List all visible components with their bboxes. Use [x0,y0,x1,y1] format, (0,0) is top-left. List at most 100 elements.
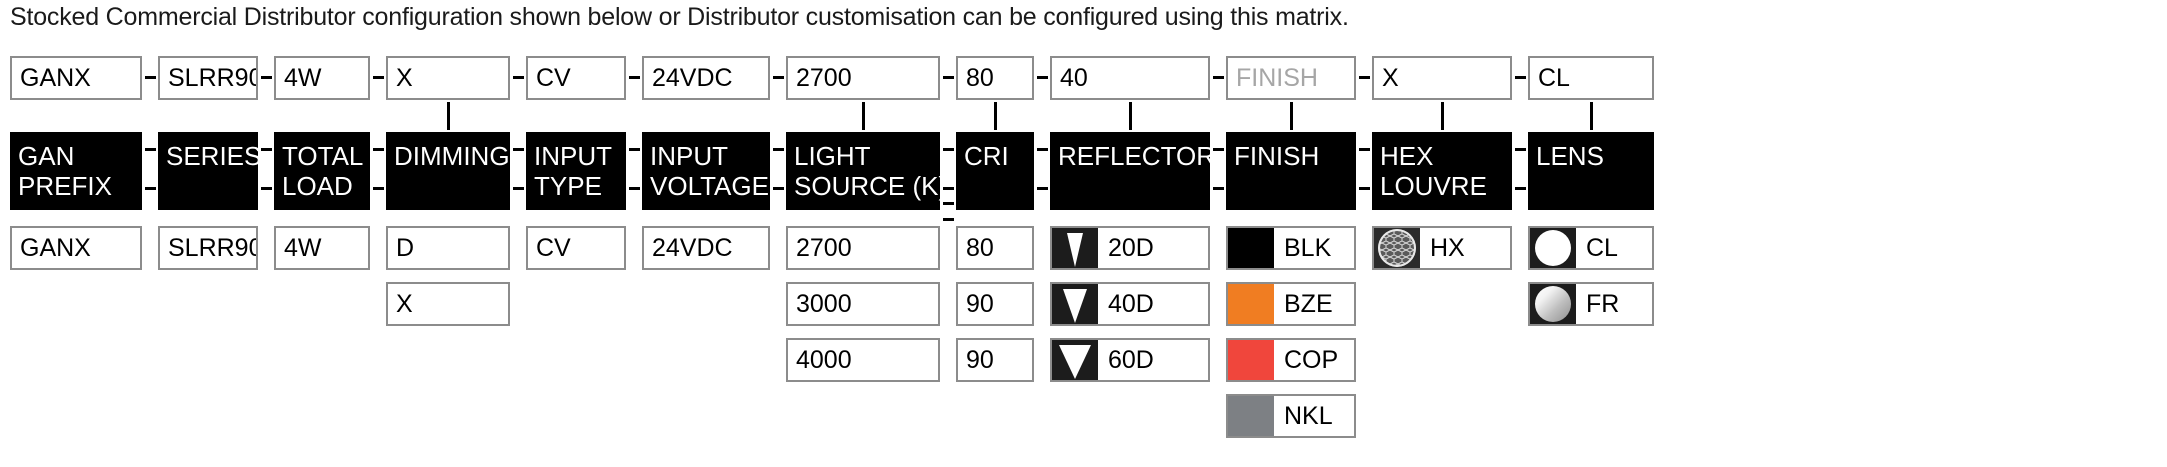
connector-input_type [526,100,626,132]
separator-dash [626,56,642,79]
header-cri: CRI [956,132,1034,210]
option-reflector-60D[interactable]: 60D [1050,338,1210,382]
connector-line-icon [994,102,997,130]
option-light_source-4000[interactable]: 4000 [786,338,940,382]
selected-value-light_source[interactable]: 2700 [786,56,940,100]
option-gan_prefix-GANX[interactable]: GANX [10,226,142,270]
selected-value-gan_prefix[interactable]: GANX [10,56,142,100]
header-options-gap [386,210,510,226]
dash-glyph [1358,148,1370,151]
separator-dash [1512,167,1528,190]
header-line: LOUVRE [1380,171,1487,201]
dash-glyph [1514,187,1526,190]
dash-glyph [628,148,640,151]
option-reflector-40D[interactable]: 40D [1050,282,1210,326]
connector-finish [1226,100,1356,132]
selected-value-input_type[interactable]: CV [526,56,626,100]
separator-dash [1512,56,1528,79]
separator-column [1512,56,1528,190]
header-line [964,171,1026,201]
option-label: FR [1586,289,1620,318]
selected-value-cri[interactable]: 80 [956,56,1034,100]
separator-dash [940,56,956,79]
option-finish-BLK[interactable]: BLK [1226,226,1356,270]
separator-column [770,56,786,190]
separator-dash [940,111,956,151]
selected-value-finish[interactable]: FINISH [1226,56,1356,100]
dash-glyph [1514,148,1526,151]
selected-value-input_voltage[interactable]: 24VDC [642,56,770,100]
option-label: HX [1430,233,1465,262]
dash-glyph [144,76,156,79]
option-input_type-CV[interactable]: CV [526,226,626,270]
dash-glyph [1212,187,1224,190]
separator-dash [626,167,642,190]
option-hex_louvre-HX[interactable]: HX [1372,226,1512,270]
dash-glyph [1514,76,1526,79]
dash-glyph [512,187,524,190]
header-options-gap [526,210,626,226]
connector-series [158,100,258,132]
dash-glyph [512,76,524,79]
dash-glyph [260,76,272,79]
option-dimming-D[interactable]: D [386,226,510,270]
selected-value-total_load[interactable]: 4W [274,56,370,100]
header-line: SERIES [166,141,258,171]
header-options-gap [274,210,370,226]
separator-dash [1034,111,1050,151]
header-line: GAN [18,141,75,171]
separator-dash [258,56,274,79]
option-input_voltage-24VDC[interactable]: 24VDC [642,226,770,270]
option-series-SLRR90[interactable]: SLRR90 [158,226,258,270]
option-finish-BZE[interactable]: BZE [1226,282,1356,326]
connector-line-icon [1441,102,1444,130]
dash-glyph [772,187,784,190]
cone-40-icon [1052,284,1098,324]
separator-dash [626,111,642,151]
option-finish-NKL[interactable]: NKL [1226,394,1356,438]
options-total_load: 4W [274,226,370,270]
connector-reflector [1050,100,1210,132]
connector-input_voltage [642,100,770,132]
selected-value-lens[interactable]: CL [1528,56,1654,100]
options-light_source: 2700 3000 4000 [786,226,940,382]
option-cri-90[interactable]: 90 [956,282,1034,326]
option-cri-90[interactable]: 90 [956,338,1034,382]
option-total_load-4W[interactable]: 4W [274,226,370,270]
connector-cri [956,100,1034,132]
option-reflector-20D[interactable]: 20D [1050,226,1210,270]
option-lens-CL[interactable]: CL [1528,226,1654,270]
options-hex_louvre: HX [1372,226,1512,270]
separator-dash [1512,111,1528,151]
header-line: PREFIX [18,171,112,201]
option-label: BZE [1284,289,1333,318]
separator-column [626,56,642,190]
separator-dash [510,167,526,190]
header-line: REFLECTOR [1058,141,1210,171]
option-lens-FR[interactable]: FR [1528,282,1654,326]
selected-value-dimming[interactable]: X [386,56,510,100]
option-finish-COP[interactable]: COP [1226,338,1356,382]
separator-dash [770,111,786,151]
dash-glyph [1358,187,1370,190]
header-line: SOURCE (K) [794,171,940,201]
header-options-gap [786,210,940,226]
selected-value-series[interactable]: SLRR90 [158,56,258,100]
separator-dash [510,111,526,151]
connector-dimming [386,100,510,132]
option-cri-80[interactable]: 80 [956,226,1034,270]
column-finish: FINISH FINISH BLK BZE COP NKL [1226,56,1356,438]
selected-value-hex_louvre[interactable]: X [1372,56,1512,100]
option-dimming-X[interactable]: X [386,282,510,326]
option-light_source-2700[interactable]: 2700 [786,226,940,270]
selected-value-reflector[interactable]: 40 [1050,56,1210,100]
header-finish: FINISH [1226,132,1356,210]
dash-glyph [1036,187,1048,190]
option-light_source-3000[interactable]: 3000 [786,282,940,326]
